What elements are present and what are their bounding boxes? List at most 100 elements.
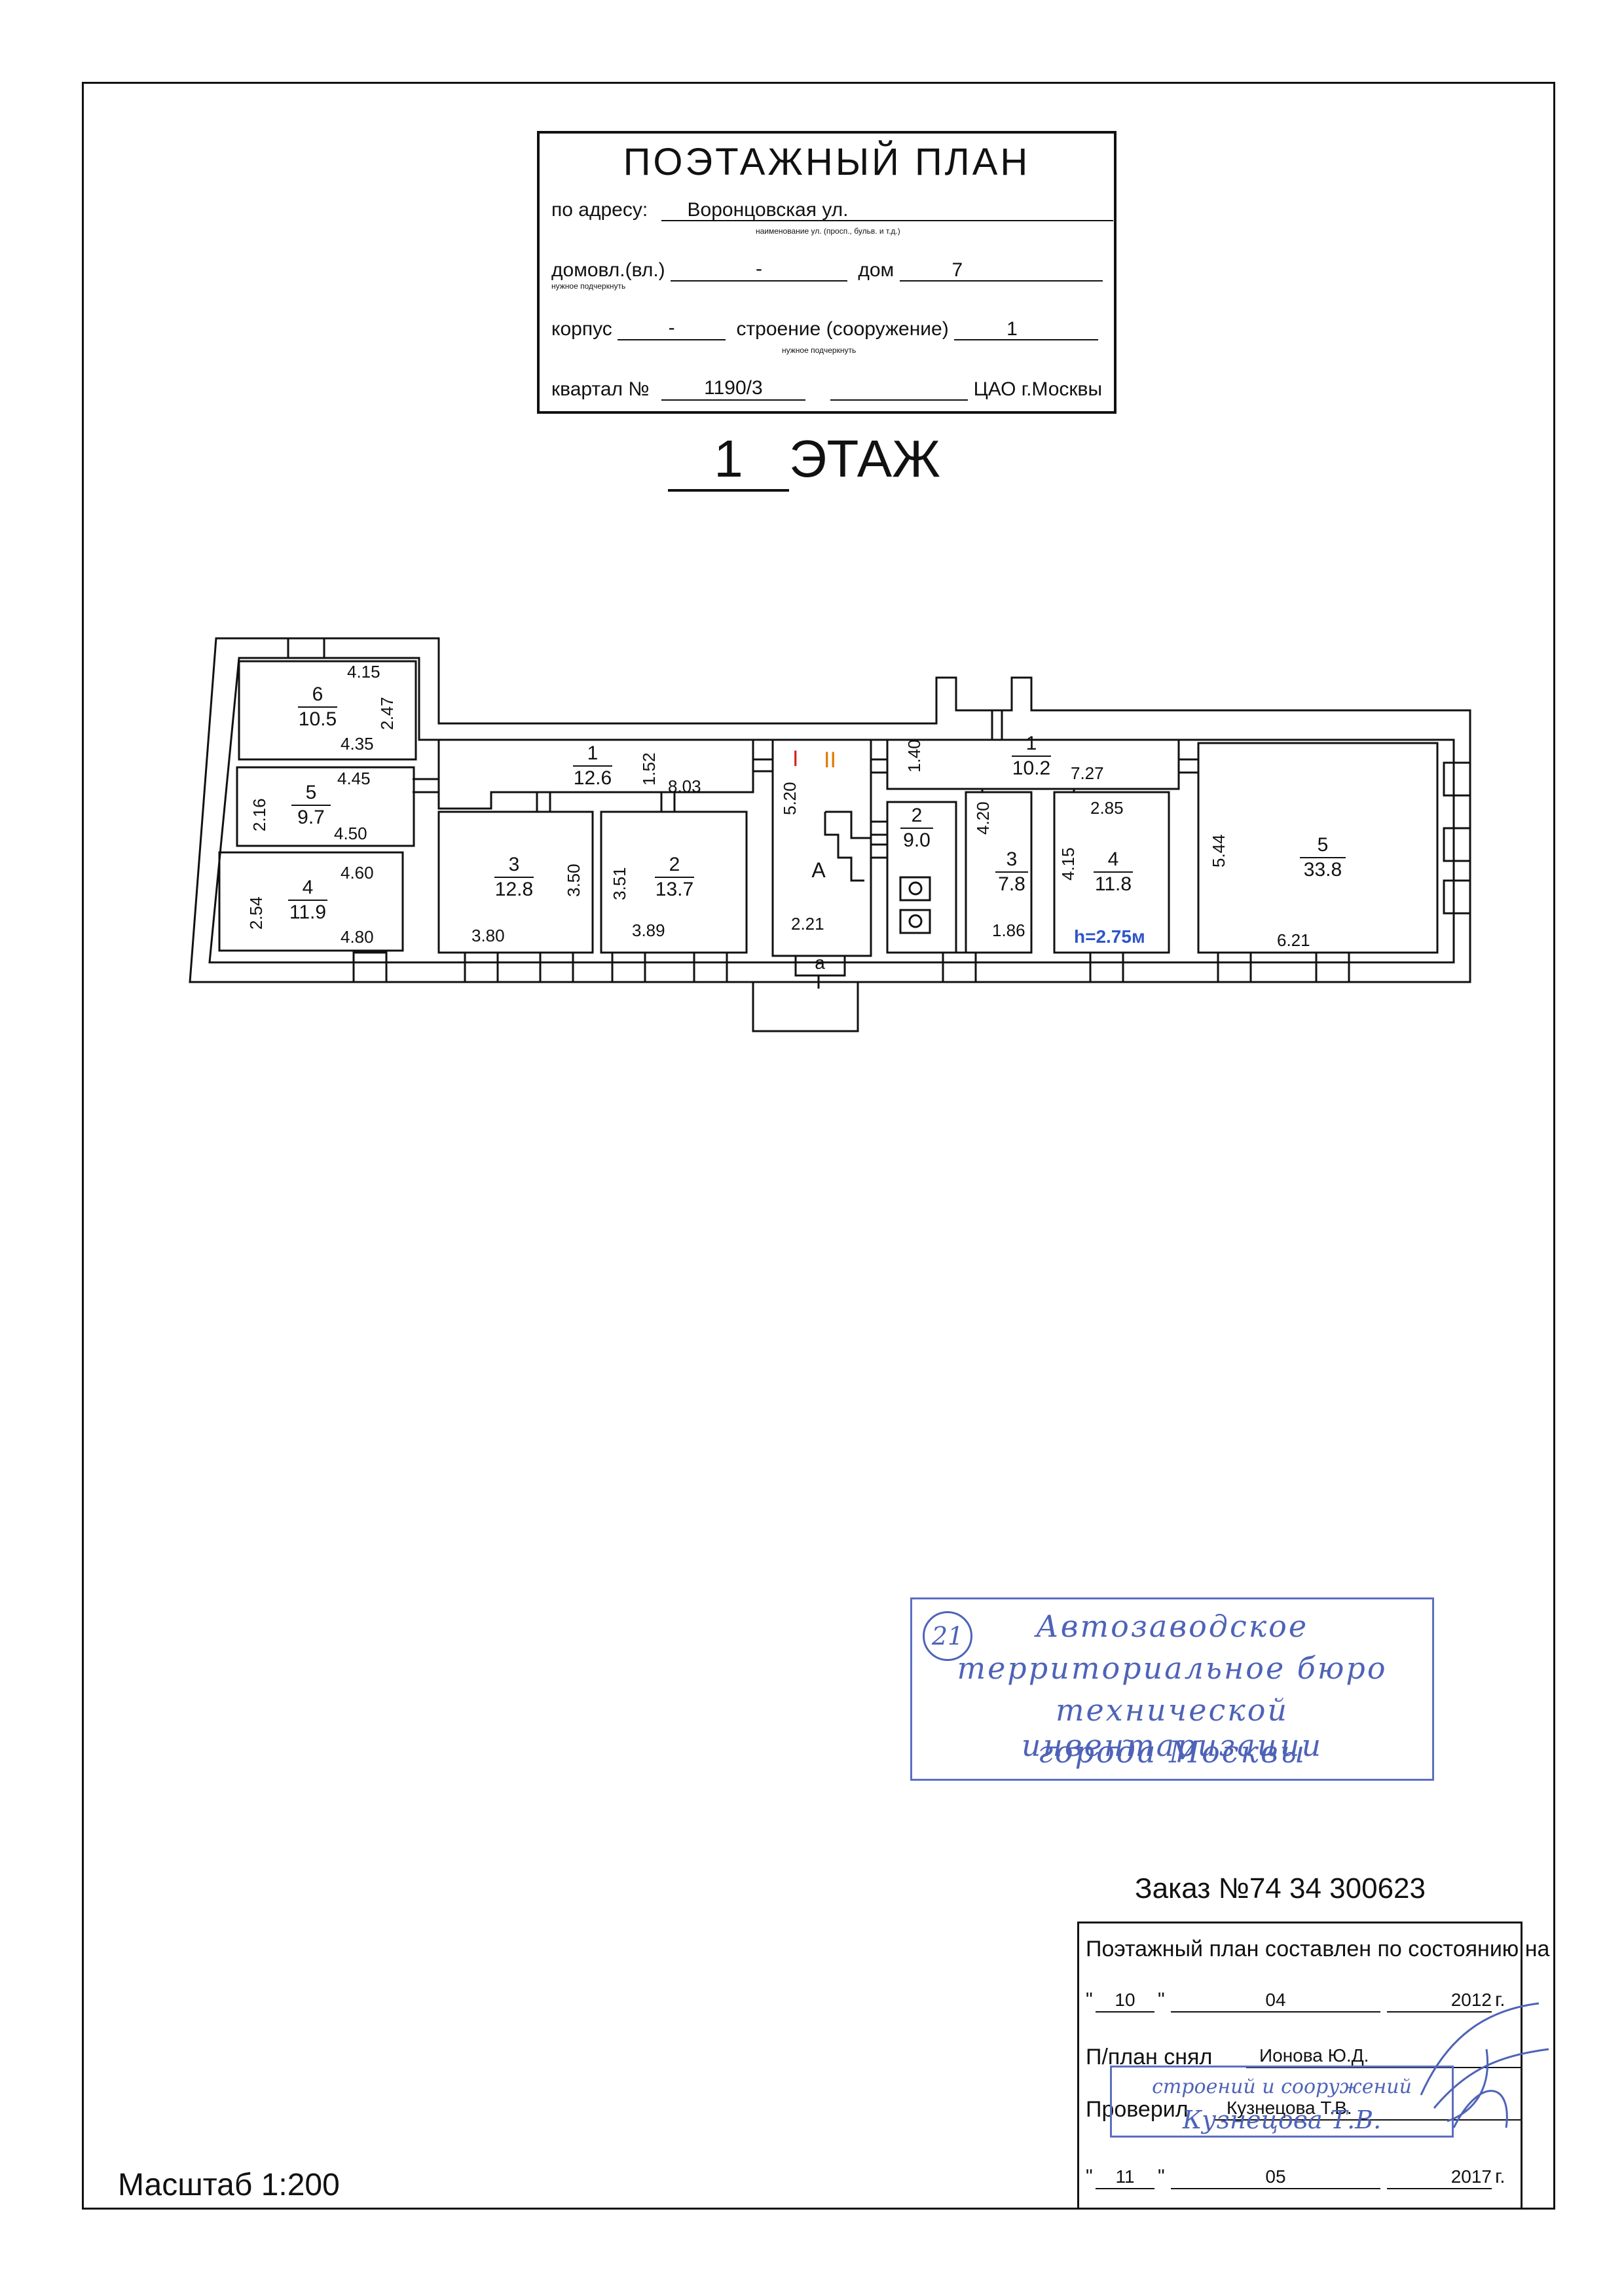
room-5b-area: 33.8 — [1304, 859, 1342, 881]
dim: 4.15 — [347, 662, 380, 682]
year-suffix: г. — [1495, 1989, 1505, 2011]
floor-label: ЭТАЖ — [789, 429, 940, 488]
blank-field — [830, 377, 969, 401]
taken-value: Ионова Ю.Д. — [1246, 2045, 1521, 2068]
stamp-line: города Москвы — [1037, 1734, 1307, 1770]
dim: 2.47 — [377, 697, 397, 730]
dim: 4.35 — [341, 734, 374, 754]
info-block: Поэтажный план составлен по состоянию на… — [1077, 1922, 1549, 2210]
room-2b-area: 9.0 — [903, 829, 931, 851]
date2-quote-open: " — [1086, 2166, 1093, 2187]
dim: 3.89 — [632, 920, 665, 940]
year-suffix: г. — [1495, 2166, 1505, 2187]
room-3-area: 12.8 — [495, 879, 533, 900]
dim: 5.44 — [1209, 834, 1228, 867]
dim: 1.86 — [992, 920, 1025, 940]
stamp2-line-1: строений и сооружений — [1152, 2075, 1412, 2098]
dim: 2.16 — [249, 798, 269, 831]
roman-numeral-2: II — [824, 748, 836, 773]
height-note: h=2.75м — [1074, 926, 1145, 947]
date1-year: 2012 — [1387, 1989, 1492, 2013]
dim: 8.03 — [668, 776, 701, 796]
kvartal-row: квартал № 1190/3 ЦАО г.Москвы — [551, 377, 1102, 401]
date2-quote-close: " — [1158, 2166, 1165, 2187]
dim: 1.52 — [639, 752, 659, 786]
dim: 4.50 — [334, 824, 367, 843]
dimension-labels: 4.15 2.47 4.35 2.16 4.45 4.50 2.54 4.60 … — [246, 662, 1310, 950]
korpus-value: - — [618, 317, 726, 340]
dim: 6.21 — [1277, 930, 1310, 950]
room-5-num: 5 — [306, 782, 317, 803]
dim: 7.27 — [1071, 763, 1104, 783]
district: ЦАО г.Москвы — [973, 378, 1103, 400]
dim: 3.51 — [610, 867, 629, 900]
domovl-value: - — [671, 258, 848, 282]
dim: 4.15 — [1058, 847, 1078, 881]
dim: 3.50 — [564, 864, 583, 897]
room-1-area: 12.6 — [574, 767, 612, 789]
date2-year: 2017 — [1387, 2166, 1492, 2189]
dim: 2.21 — [791, 914, 824, 934]
kvartal-value: 1190/3 — [661, 377, 805, 401]
order-number: Заказ №74 34 300623 — [1135, 1872, 1426, 1904]
room-1-num: 1 — [587, 742, 599, 764]
address-value: Воронцовская ул. — [661, 199, 1113, 221]
stroenie-value: 1 — [954, 318, 1099, 340]
bti-stamp: 21 Автозаводское территориальное бюро те… — [910, 1597, 1434, 1781]
dom-label: дом — [858, 259, 895, 281]
room-4-num: 4 — [303, 877, 314, 898]
korpus-row: корпус - строение (сооружение) 1 — [551, 317, 1099, 340]
dim: 3.80 — [471, 926, 505, 945]
room-4b-num: 4 — [1108, 848, 1119, 870]
room-6-num: 6 — [312, 683, 323, 705]
room-3b-area: 7.8 — [998, 873, 1025, 895]
room-2b-num: 2 — [912, 805, 923, 826]
stamp-number: 21 — [923, 1611, 972, 1661]
checked-label: Проверил — [1086, 2097, 1189, 2122]
dim: 4.60 — [341, 863, 374, 883]
date1-day: 10 — [1096, 1989, 1154, 2013]
dim: 5.20 — [780, 782, 800, 815]
date2-day: 11 — [1096, 2166, 1154, 2189]
address-hint: наименование ул. (просп., бульв. и т.д.) — [756, 227, 900, 236]
room-4-area: 11.9 — [289, 902, 326, 923]
room-6-area: 10.5 — [299, 708, 337, 730]
domovl-hint: нужное подчеркнуть — [551, 282, 626, 291]
scale-label: Масштаб 1:200 — [118, 2168, 340, 2202]
room-1b-num: 1 — [1026, 733, 1037, 754]
stamp-line: технической инвентаризации — [1021, 1692, 1323, 1763]
stair-label: А — [811, 858, 826, 882]
room-5b-num: 5 — [1318, 834, 1329, 856]
dim: 1.40 — [904, 739, 924, 773]
walls — [189, 637, 1471, 1032]
date2-month: 05 — [1171, 2166, 1380, 2189]
room-5-area: 9.7 — [297, 807, 325, 828]
domovl-label: домовл.(вл.) — [551, 259, 665, 281]
stair-sub-label: а — [815, 953, 825, 973]
korpus-label: корпус — [551, 318, 612, 340]
date1-quote-open: " — [1086, 1989, 1093, 2011]
taken-label: П/план снял — [1086, 2045, 1213, 2069]
date1-quote-close: " — [1158, 1989, 1165, 2011]
stamp-line: Автозаводское — [1035, 1609, 1309, 1644]
room-3-num: 3 — [509, 854, 520, 875]
kvartal-label: квартал № — [551, 378, 650, 400]
stroenie-hint: нужное подчеркнуть — [782, 346, 857, 355]
page-frame — [82, 82, 1555, 2210]
stamp2-line-2: Кузнецова Т.В. — [1182, 2105, 1382, 2134]
title-block: ПОЭТАЖНЫЙ ПЛАН по адресу: Воронцовская у… — [537, 131, 1116, 414]
address-label: по адресу: — [551, 199, 648, 221]
dom-value: 7 — [899, 259, 1103, 282]
dim: 4.20 — [973, 801, 993, 835]
stroenie-label: строение (сооружение) — [736, 318, 949, 340]
floor-number: 1 — [668, 429, 789, 492]
info-heading: Поэтажный план составлен по состоянию на — [1086, 1937, 1550, 1961]
stamp-line: территориальное бюро — [957, 1650, 1388, 1686]
plan-title: ПОЭТАЖНЫЙ ПЛАН — [623, 141, 1031, 183]
checked-value: Кузнецова Т.В. — [1213, 2097, 1521, 2121]
signature — [1420, 2002, 1549, 2128]
dim: 2.85 — [1090, 798, 1124, 818]
room-1b-area: 10.2 — [1012, 757, 1050, 779]
room-labels: 6 10.5 5 9.7 4 11.9 1 12.6 3 12.8 2 13.7… — [288, 683, 1346, 973]
address-row: по адресу: Воронцовская ул. — [551, 199, 1113, 221]
